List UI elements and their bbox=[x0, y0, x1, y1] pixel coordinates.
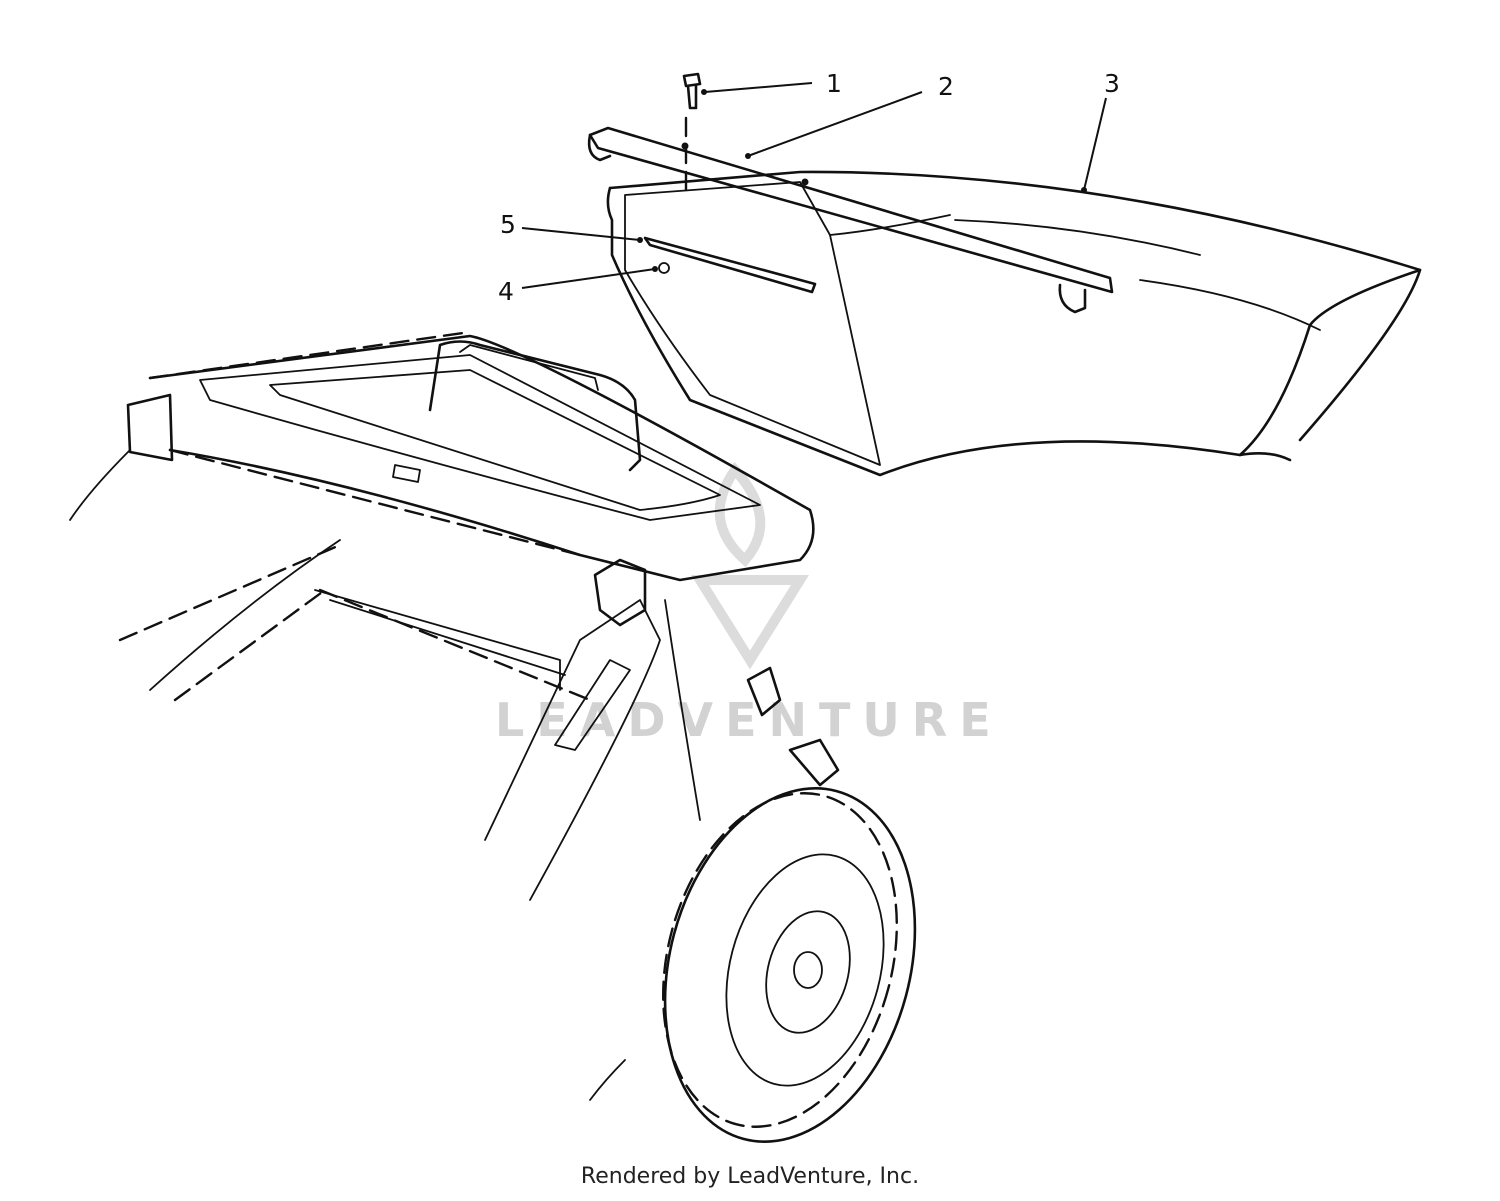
nut bbox=[658, 262, 670, 274]
callout-5: 5 bbox=[500, 210, 516, 239]
grass-bag bbox=[606, 170, 1422, 477]
watermark-text: LEADVENTURE bbox=[495, 693, 1003, 747]
bag-frame-bar bbox=[587, 126, 1114, 314]
callout-4: 4 bbox=[498, 277, 514, 306]
watermark-logo: LEADVENTURE bbox=[495, 461, 1003, 747]
bolt bbox=[682, 72, 702, 197]
callout-3: 3 bbox=[1104, 69, 1120, 98]
callout-leaders bbox=[521, 82, 1107, 289]
footer-credit: Rendered by LeadVenture, Inc. bbox=[580, 1164, 920, 1189]
callout-1: 1 bbox=[826, 69, 842, 98]
rear-wheel bbox=[589, 787, 917, 1143]
reinforcing-strap bbox=[643, 236, 817, 294]
callout-2: 2 bbox=[938, 72, 954, 101]
handle-bar bbox=[69, 330, 815, 582]
mower-body bbox=[118, 539, 840, 901]
